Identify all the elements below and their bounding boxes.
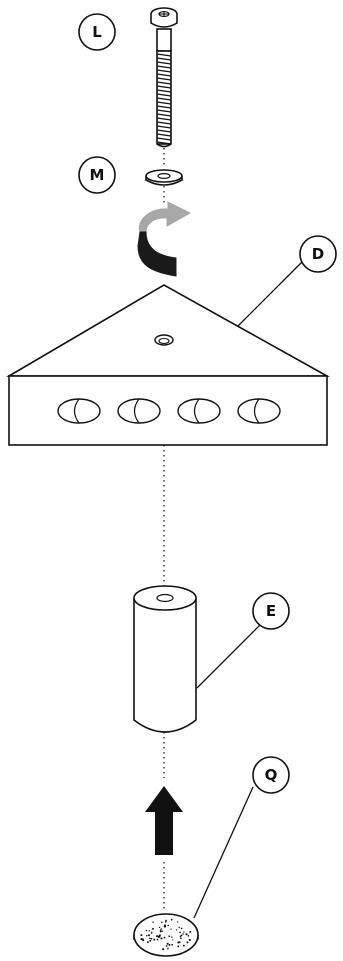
felt-texture-dot [187, 941, 189, 944]
felt-texture-dot [156, 935, 158, 938]
callout-Q: Q [252, 756, 290, 794]
felt-texture-dot [180, 937, 182, 940]
felt-texture-dot [158, 926, 161, 929]
felt-texture-dot [165, 945, 168, 947]
felt-texture-dot [160, 937, 163, 940]
felt-texture-dot [180, 934, 183, 937]
felt-texture-dot [171, 936, 173, 938]
felt-texture-dot [168, 935, 171, 938]
felt-texture-dot [178, 926, 180, 929]
felt-texture-dot [180, 927, 183, 930]
felt-pad-icon [133, 913, 199, 957]
felt-texture-dot [188, 938, 191, 941]
felt-texture-dot [146, 935, 148, 937]
felt-texture-dot [151, 931, 153, 933]
felt-texture-dot [170, 918, 173, 921]
callout-label-Q: Q [265, 766, 278, 784]
felt-texture-dot [175, 929, 178, 931]
felt-texture-dot [156, 938, 159, 941]
screw-icon [150, 7, 178, 148]
felt-texture-dot [187, 934, 190, 937]
felt-texture-dot [182, 933, 184, 935]
felt-texture-dot [145, 929, 148, 932]
bracket-holes [57, 398, 281, 424]
felt-texture-dot [186, 933, 188, 935]
callout-E: E [252, 592, 290, 630]
felt-texture-dot [167, 924, 169, 927]
felt-texture-dot [177, 945, 180, 948]
felt-texture-dot [182, 944, 185, 947]
felt-texture-dot [152, 921, 154, 923]
felt-texture-dot [150, 937, 153, 940]
felt-texture-dot [158, 935, 161, 938]
felt-texture-dot [179, 931, 181, 934]
felt-texture-dot [148, 930, 150, 932]
felt-texture-dot [168, 944, 171, 946]
felt-texture-dot [160, 928, 162, 930]
felt-texture-dot [166, 942, 169, 945]
felt-texture-dot [146, 941, 149, 944]
felt-texture-dot [159, 930, 162, 933]
callout-label-M: M [90, 166, 105, 184]
callout-label-E: E [266, 602, 276, 620]
leader-lines [193, 261, 303, 919]
felt-texture-dot [160, 921, 163, 923]
felt-texture-dot [172, 939, 174, 941]
felt-texture-dot [147, 934, 150, 937]
callout-D: D [299, 235, 337, 273]
felt-texture-dot [140, 938, 143, 941]
felt-texture-dot [167, 948, 169, 950]
cylinder-spacer-icon [133, 585, 197, 733]
felt-texture-dot [162, 948, 165, 951]
rotate-arrow-icon [137, 201, 192, 277]
felt-texture-dot [189, 930, 192, 933]
felt-texture-dot [142, 939, 145, 942]
felt-texture-dot [151, 932, 153, 935]
callout-M: M [78, 156, 116, 194]
felt-texture-dot [176, 921, 179, 923]
felt-texture-dot [159, 929, 162, 931]
felt-texture-dot [153, 938, 156, 941]
felt-texture-dot [148, 937, 151, 940]
callout-label-D: D [312, 245, 324, 263]
felt-texture-dot [140, 934, 143, 937]
felt-texture-dot [170, 928, 172, 930]
felt-texture-dot [163, 924, 167, 927]
callout-L: L [78, 13, 116, 51]
felt-texture-dot [152, 927, 154, 930]
callout-label-L: L [92, 23, 102, 41]
felt-texture-dot [171, 943, 174, 946]
washer-icon [145, 169, 183, 186]
felt-texture-dot [161, 930, 163, 933]
felt-texture-dot [163, 936, 166, 939]
triangular-bracket-icon [6, 284, 331, 446]
up-arrow-icon [145, 786, 183, 855]
felt-texture-dot [164, 921, 167, 923]
felt-texture-dot [178, 941, 181, 943]
felt-texture-dot [149, 939, 152, 942]
felt-texture-dot [183, 931, 185, 933]
felt-texture-dot [165, 919, 167, 922]
